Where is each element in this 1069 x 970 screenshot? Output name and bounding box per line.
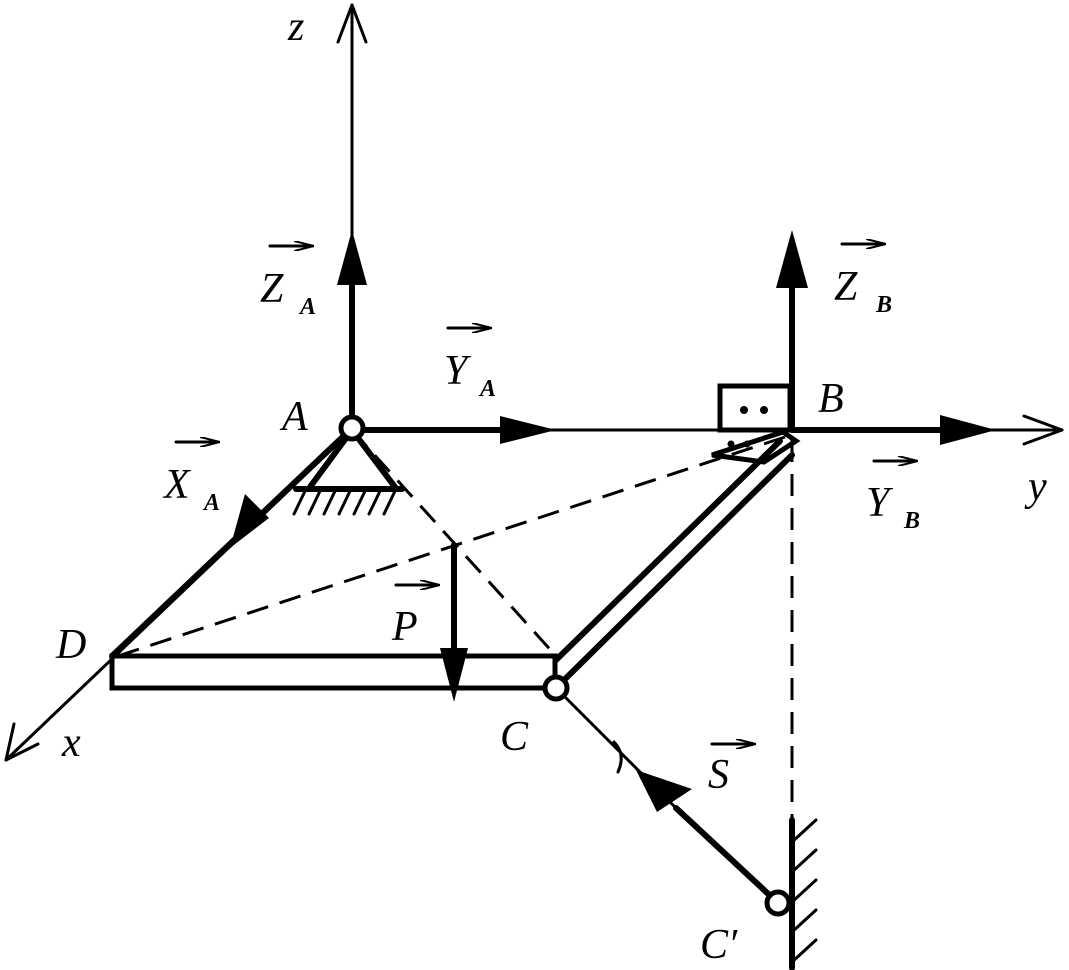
force-za — [337, 230, 367, 431]
label-p: P — [391, 604, 418, 650]
force-s — [636, 770, 692, 812]
hinge-c-prime — [764, 889, 792, 917]
label-y: y — [1024, 464, 1047, 510]
label-zb: Z — [834, 264, 858, 310]
label-za-sub: A — [298, 294, 316, 320]
plate-edge-bc — [553, 438, 795, 691]
hinge-c — [542, 674, 570, 702]
label-point-c-prime: C′ — [700, 922, 738, 968]
label-point-c: C — [500, 714, 529, 760]
label-zb-sub: B — [875, 292, 892, 318]
force-ya — [349, 416, 556, 444]
label-ya: Y — [444, 348, 472, 394]
plate-edge-dc — [109, 653, 558, 691]
force-xa — [230, 494, 269, 548]
label-yb: Y — [866, 480, 894, 526]
label-ya-sub: A — [478, 376, 496, 402]
label-xa-sub: A — [202, 490, 220, 516]
label-z: z — [287, 4, 304, 50]
label-za: Z — [260, 266, 284, 312]
force-p — [440, 542, 468, 702]
label-s: S — [708, 752, 729, 798]
label-point-d: D — [55, 622, 86, 668]
hinge-a — [338, 414, 366, 442]
label-point-b: B — [818, 376, 844, 422]
force-zb — [776, 230, 808, 433]
label-xa: X — [162, 462, 192, 508]
vector-overlines — [174, 244, 916, 744]
label-point-a: A — [279, 394, 308, 440]
bearing-b — [717, 383, 793, 448]
support-a — [292, 427, 405, 516]
label-yb-sub: B — [903, 508, 920, 534]
force-yb — [789, 415, 996, 445]
label-x: x — [61, 720, 81, 766]
wall-c-prime — [789, 817, 818, 970]
